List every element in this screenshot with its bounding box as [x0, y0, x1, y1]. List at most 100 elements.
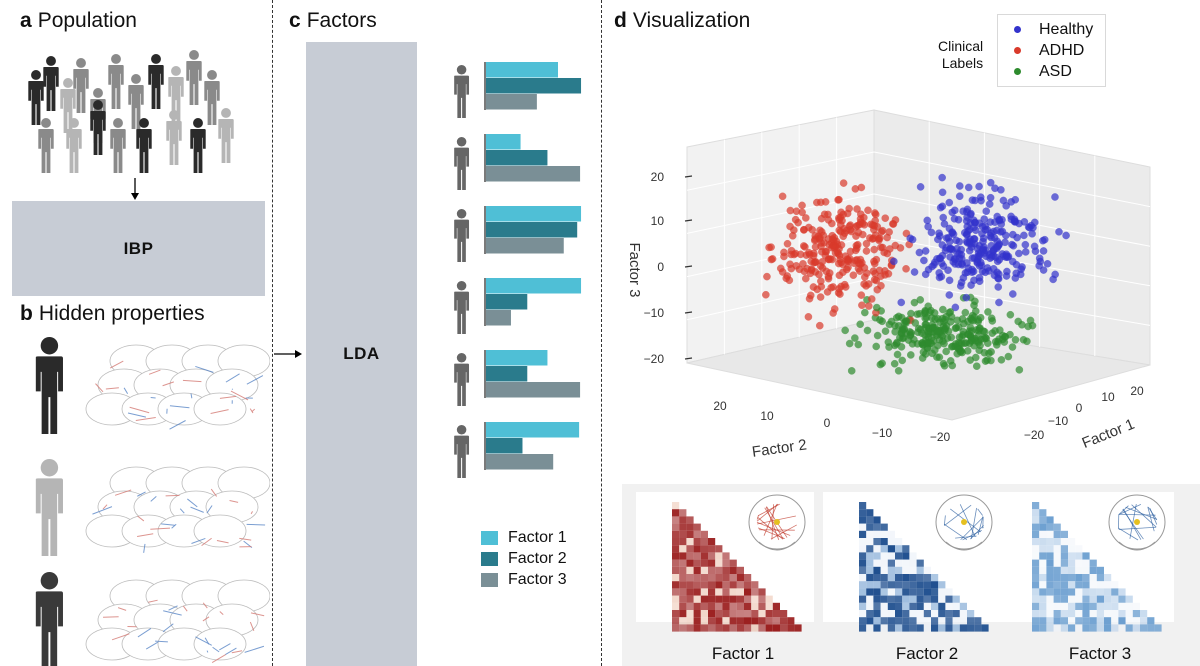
- scatter-point: [872, 342, 881, 351]
- connectivity-matrices: [636, 492, 1174, 632]
- scatter-point: [854, 340, 863, 349]
- scatter-point: [816, 226, 824, 235]
- factor-bar: [486, 294, 528, 310]
- ibp-box: IBP: [12, 201, 265, 296]
- scatter-point: [939, 213, 948, 222]
- scatter-point: [957, 347, 965, 355]
- scatter-point: [938, 241, 947, 249]
- scatter-point: [847, 367, 856, 375]
- scatter-point: [1002, 202, 1010, 210]
- scatter-point: [878, 226, 887, 235]
- scatter-point: [853, 205, 861, 213]
- factor-bar: [486, 454, 554, 470]
- scatter-point: [915, 248, 924, 257]
- scatter-point: [1051, 193, 1059, 201]
- subject-person-icon: [35, 459, 63, 556]
- scatter-point: [828, 219, 836, 228]
- scatter-point: [893, 338, 901, 347]
- factor-person-icon: [454, 353, 470, 406]
- scatter-point: [928, 349, 936, 358]
- scatter-point: [971, 218, 979, 227]
- axis-tick-label: 20: [1130, 384, 1144, 398]
- scatter-point: [948, 228, 957, 236]
- legend-asd: ASD: [1014, 61, 1093, 82]
- matrix-label-1: Factor 1: [711, 644, 775, 663]
- scatter-point: [945, 198, 954, 207]
- scatter-point: [851, 185, 860, 193]
- scatter-point: [997, 356, 1006, 364]
- scatter-point: [940, 362, 949, 370]
- scatter-point: [959, 274, 968, 282]
- scatter-point: [871, 231, 880, 240]
- scatter-point: [970, 301, 978, 310]
- scatter-point: [817, 214, 826, 223]
- scatter-point: [804, 313, 813, 321]
- factor-legend-item: Factor 3: [481, 569, 567, 590]
- scatter-point: [806, 269, 815, 278]
- factor-bar: [486, 310, 511, 326]
- scatter-point: [1001, 333, 1010, 341]
- arrow-right-icon: [274, 350, 302, 358]
- scatter-point: [890, 257, 898, 266]
- scatter-point: [802, 214, 810, 222]
- scatter-point: [998, 250, 1007, 258]
- scatter-point: [1024, 322, 1032, 331]
- scatter-point: [822, 248, 830, 256]
- factor-bar: [486, 422, 580, 438]
- scatter-point: [936, 232, 944, 240]
- axis-tick-label: 10: [651, 214, 665, 228]
- scatter-point: [967, 281, 975, 289]
- scatter-point: [864, 206, 872, 215]
- scatter-point: [843, 209, 852, 218]
- matrix-label-3: Factor 3: [1068, 644, 1132, 663]
- scatter-point: [1015, 366, 1024, 374]
- scatter-point: [914, 324, 923, 333]
- scatter-point: [861, 308, 869, 317]
- scatter-point: [966, 356, 974, 364]
- scatter-point: [1018, 321, 1026, 329]
- scatter-point: [955, 254, 964, 263]
- scatter-point: [996, 228, 1005, 236]
- scatter-point: [995, 215, 1004, 224]
- scatter-point: [1020, 218, 1029, 226]
- factor-legend-item: Factor 1: [481, 527, 567, 548]
- scatter-point: [945, 291, 954, 299]
- scatter-point: [923, 216, 932, 225]
- scatter-point: [983, 264, 992, 272]
- scatter-point: [841, 283, 850, 291]
- scatter-point: [956, 282, 965, 290]
- crowd-person-icon: [190, 118, 206, 173]
- scatter-point: [984, 308, 992, 316]
- scatter-point: [951, 260, 959, 268]
- scatter-point: [924, 265, 933, 274]
- scatter-point: [1043, 260, 1052, 268]
- factor-bar: [486, 150, 548, 166]
- subject-person-icon: [35, 337, 63, 434]
- scatter-point: [1007, 198, 1015, 206]
- scatter-point: [762, 290, 770, 299]
- axis-tick-label: 0: [657, 260, 664, 274]
- scatter-point: [972, 362, 981, 370]
- crowd-person-icon: [166, 110, 182, 165]
- factor-person-icon: [454, 425, 470, 478]
- factor-person-icon: [454, 281, 470, 334]
- crowd-person-icon: [136, 118, 152, 173]
- scatter-point: [808, 226, 817, 234]
- legend-healthy: Healthy: [1014, 19, 1093, 40]
- scatter-point: [970, 239, 979, 248]
- scatter-point: [1008, 257, 1017, 266]
- scatter-point: [961, 228, 969, 237]
- scatter-point: [805, 294, 814, 303]
- scatter-point: [857, 291, 866, 299]
- scatter-point: [855, 259, 863, 268]
- crowd-person-icon: [204, 70, 220, 125]
- scatter-point: [967, 337, 976, 345]
- scatter-point: [786, 260, 794, 269]
- scatter-point: [811, 232, 820, 240]
- axis-tick-label: 10: [760, 409, 774, 423]
- lda-box: LDA: [306, 42, 417, 666]
- subject-person-icon: [35, 572, 63, 666]
- scatter-point: [1015, 249, 1023, 258]
